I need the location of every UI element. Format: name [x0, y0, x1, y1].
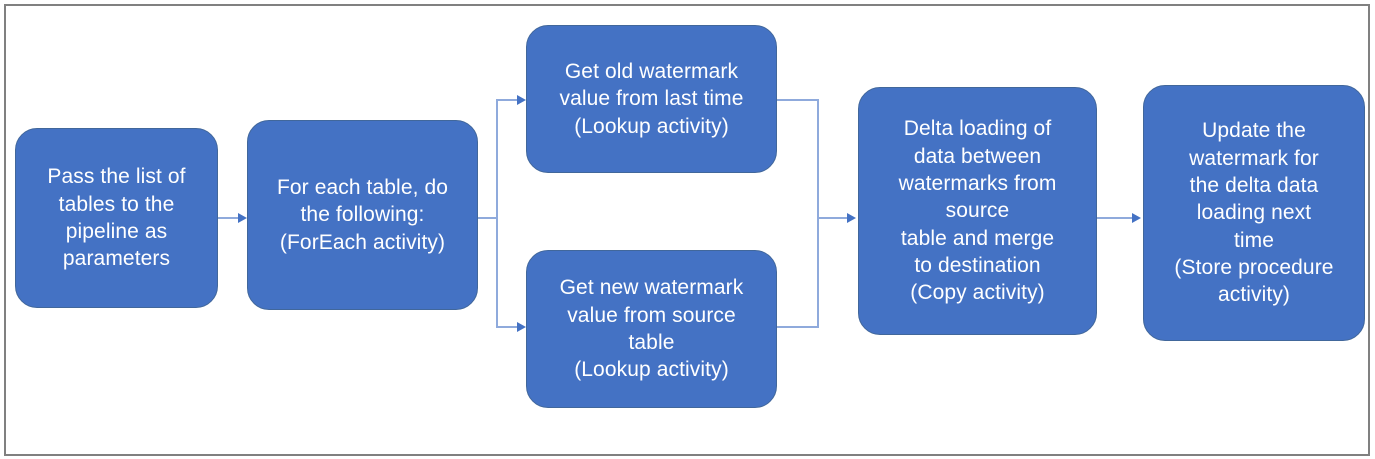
node-delta-load-label: Delta loading of data between watermarks…: [898, 117, 1057, 305]
arrowhead-icon-to-new-watermark: [517, 322, 526, 332]
connector-new-watermark-to-merge: [777, 326, 819, 328]
arrowhead-icon-to-foreach: [238, 213, 247, 223]
arrowhead-icon-to-update-watermark: [1132, 213, 1141, 223]
node-delta-load: Delta loading of data between watermarks…: [858, 87, 1097, 335]
arrowhead-icon-to-old-watermark: [517, 95, 526, 105]
connector-foreach-stem: [478, 217, 498, 219]
connector-merge-to-delta-load: [817, 217, 848, 219]
connector-foreach-to-old-watermark: [496, 99, 518, 101]
connector-foreach-split-vertical: [496, 99, 498, 328]
connector-delta-load-to-update-watermark: [1097, 217, 1133, 219]
node-foreach: For each table, do the following: (ForEa…: [247, 120, 478, 310]
node-foreach-label: For each table, do the following: (ForEa…: [276, 176, 449, 254]
node-old-watermark: Get old watermark value from last time (…: [526, 25, 777, 173]
node-pass-tables-label: Pass the list of tables to the pipeline …: [47, 165, 186, 271]
connector-old-watermark-to-merge: [777, 99, 819, 101]
connector-foreach-to-new-watermark: [496, 326, 518, 328]
node-update-watermark: Update the watermark for the delta data …: [1143, 85, 1365, 341]
node-old-watermark-label: Get old watermark value from last time (…: [559, 60, 744, 138]
connector-pass-tables-to-foreach: [218, 217, 238, 219]
node-pass-tables: Pass the list of tables to the pipeline …: [15, 128, 218, 308]
node-new-watermark: Get new watermark value from source tabl…: [526, 250, 777, 408]
connector-merge-vertical: [817, 99, 819, 328]
node-new-watermark-label: Get new watermark value from source tabl…: [559, 276, 744, 382]
arrowhead-icon-to-delta-load: [847, 213, 856, 223]
node-update-watermark-label: Update the watermark for the delta data …: [1174, 119, 1334, 307]
